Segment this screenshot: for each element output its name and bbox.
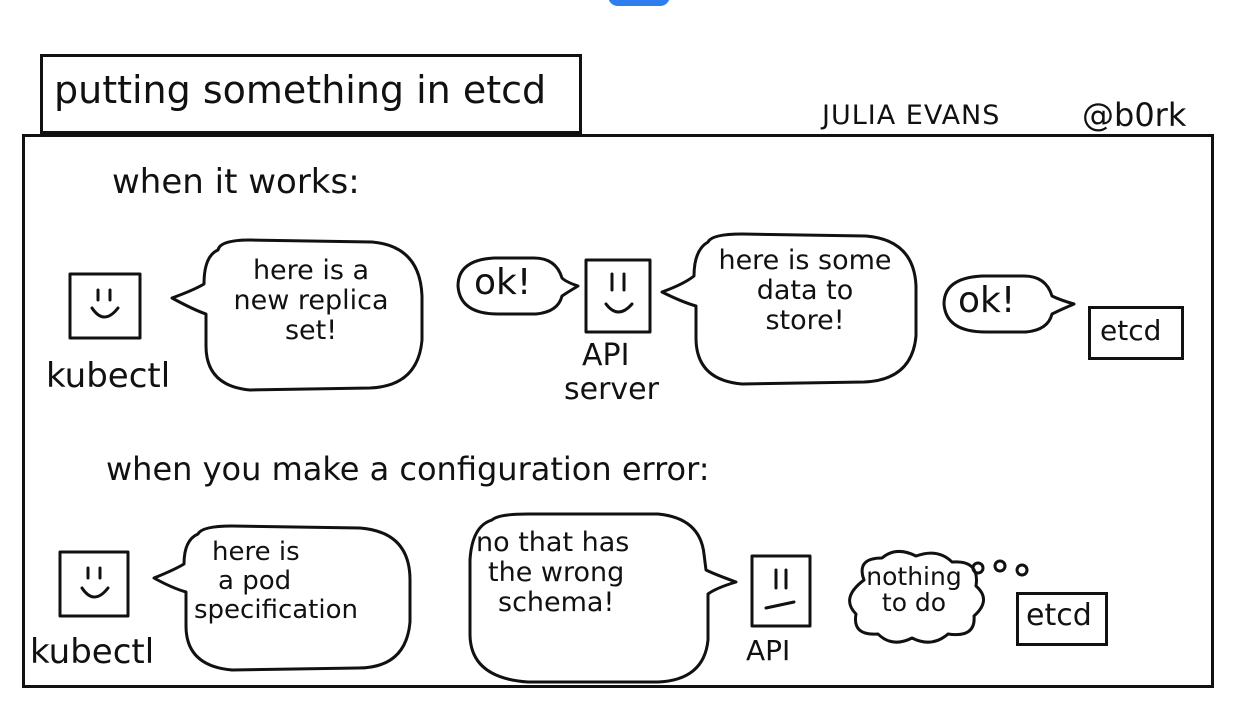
- etcd-box-2: [1016, 592, 1108, 646]
- thought-line-2: to do: [881, 588, 947, 618]
- speech-bubble-4: [468, 512, 738, 684]
- thought-line-1: nothing: [866, 562, 962, 591]
- bubble-1-line-1: here is a: [252, 255, 370, 286]
- api-server-label-1: API: [582, 338, 630, 373]
- ok-bubble-1: [456, 256, 580, 316]
- author-handle: @b0rk: [1082, 96, 1187, 134]
- bubble-2-text: here is some data to store!: [698, 245, 912, 337]
- thought-dots: [971, 559, 1029, 577]
- bubble-2-line-2: data to: [756, 275, 854, 307]
- etcd-box-1: [1088, 306, 1184, 360]
- kubectl-face-icon-2: [58, 550, 130, 618]
- bubble-1-line-3: set!: [284, 315, 338, 347]
- kubectl-label: kubectl: [46, 356, 171, 396]
- api-label-2: API: [746, 634, 791, 667]
- heading-when-it-works: when it works:: [112, 162, 360, 202]
- thought-text: nothing to do: [852, 562, 976, 618]
- bubble-2-line-3: store!: [765, 305, 845, 337]
- bubble-4-line-2: the wrong: [488, 557, 625, 589]
- bubble-3-text: here is a pod specification: [194, 537, 414, 626]
- kubectl-label-2: kubectl: [30, 632, 155, 672]
- bubble-4-text: no that has the wrong schema!: [476, 527, 676, 619]
- etcd-label-1: etcd: [1100, 314, 1162, 347]
- api-face-icon-2: [750, 554, 812, 628]
- ok-bubble-2: [942, 274, 1076, 334]
- bubble-3-line-3: specification: [194, 595, 358, 626]
- author-name: JULIA EVANS: [822, 100, 1001, 131]
- api-server-face-icon: [584, 258, 652, 334]
- etcd-label-2: etcd: [1026, 598, 1092, 633]
- bubble-4-line-1: no that has: [476, 527, 630, 558]
- api-server-label-2: server: [564, 372, 659, 407]
- kubectl-face-icon: [68, 272, 142, 340]
- title-box: [40, 54, 582, 134]
- heading-config-error: when you make a configuration error:: [106, 450, 710, 488]
- ok-text-1: ok!: [474, 262, 532, 303]
- main-panel: [22, 134, 1214, 688]
- ok-text-2: ok!: [958, 280, 1016, 321]
- page-title: putting something in etcd: [54, 68, 547, 112]
- bubble-2-line-1: here is some: [718, 245, 892, 276]
- speech-bubble-3: [152, 524, 412, 672]
- thought-cloud: [848, 550, 985, 644]
- speech-bubble-2: [660, 232, 918, 386]
- bubble-4-line-3: schema!: [498, 587, 615, 619]
- speech-bubble-1: [170, 238, 424, 392]
- bubble-3-line-2: a pod: [218, 566, 292, 597]
- bubble-1-text: here is a new replica set!: [206, 255, 416, 347]
- bubble-3-line-1: here is: [212, 537, 300, 567]
- top-blue-tab: [608, 0, 670, 6]
- bubble-1-line-2: new replica: [233, 285, 389, 317]
